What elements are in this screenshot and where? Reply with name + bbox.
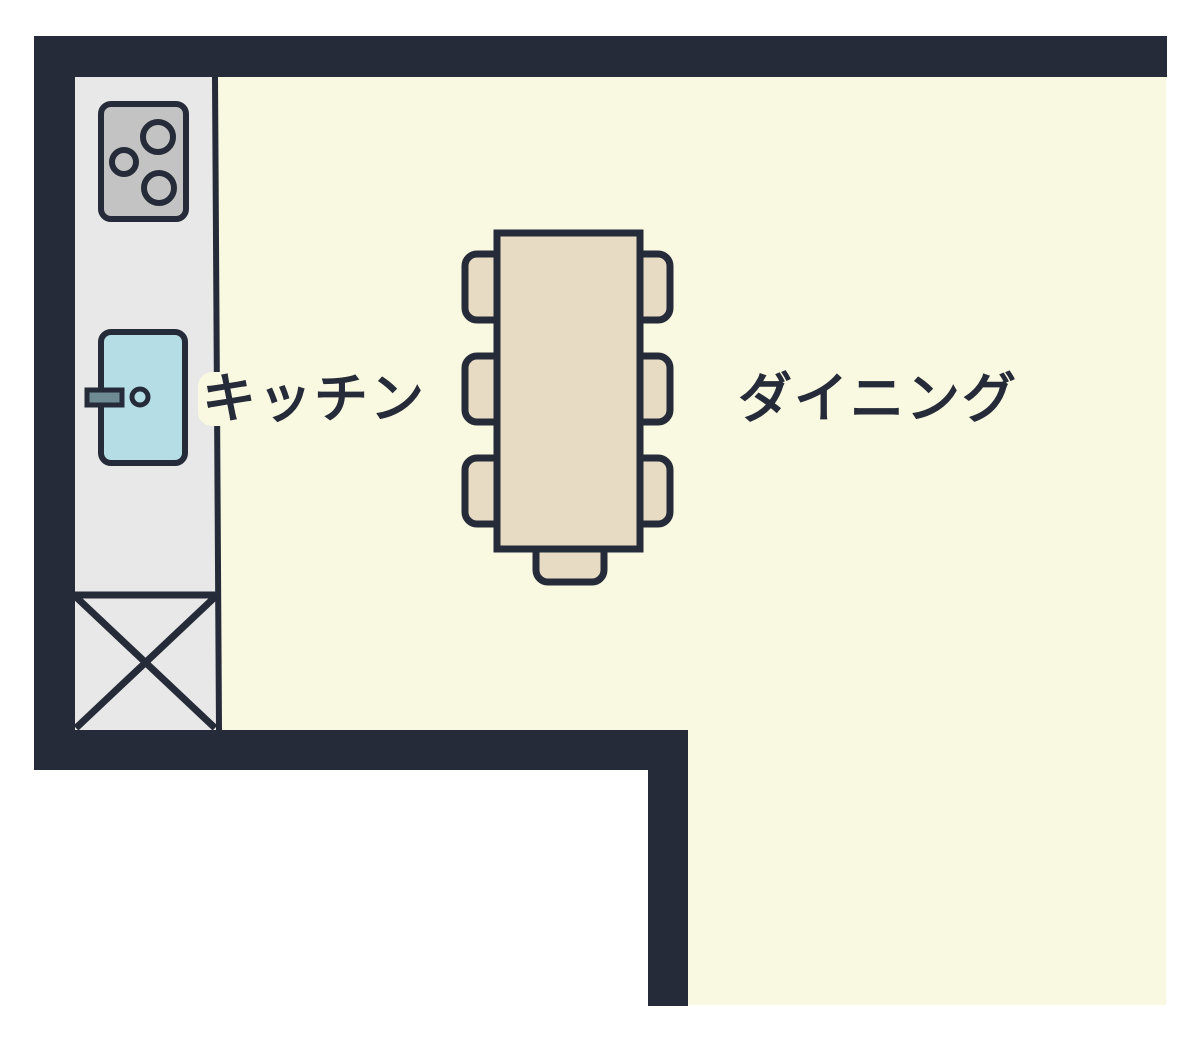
room-label-kitchen: キッチン xyxy=(198,372,430,426)
dining-table xyxy=(493,229,644,553)
fridge-space-icon xyxy=(73,591,218,731)
dining-table-set xyxy=(461,229,674,586)
wall-inner-vertical xyxy=(648,730,688,1006)
stove-icon xyxy=(98,101,189,222)
sink-icon xyxy=(84,329,188,466)
walls xyxy=(34,36,1167,1006)
wall-bottom xyxy=(34,730,688,770)
room-label-dining: ダイニング xyxy=(738,367,1018,430)
wall-left xyxy=(34,36,75,770)
wall-top xyxy=(34,36,1167,77)
